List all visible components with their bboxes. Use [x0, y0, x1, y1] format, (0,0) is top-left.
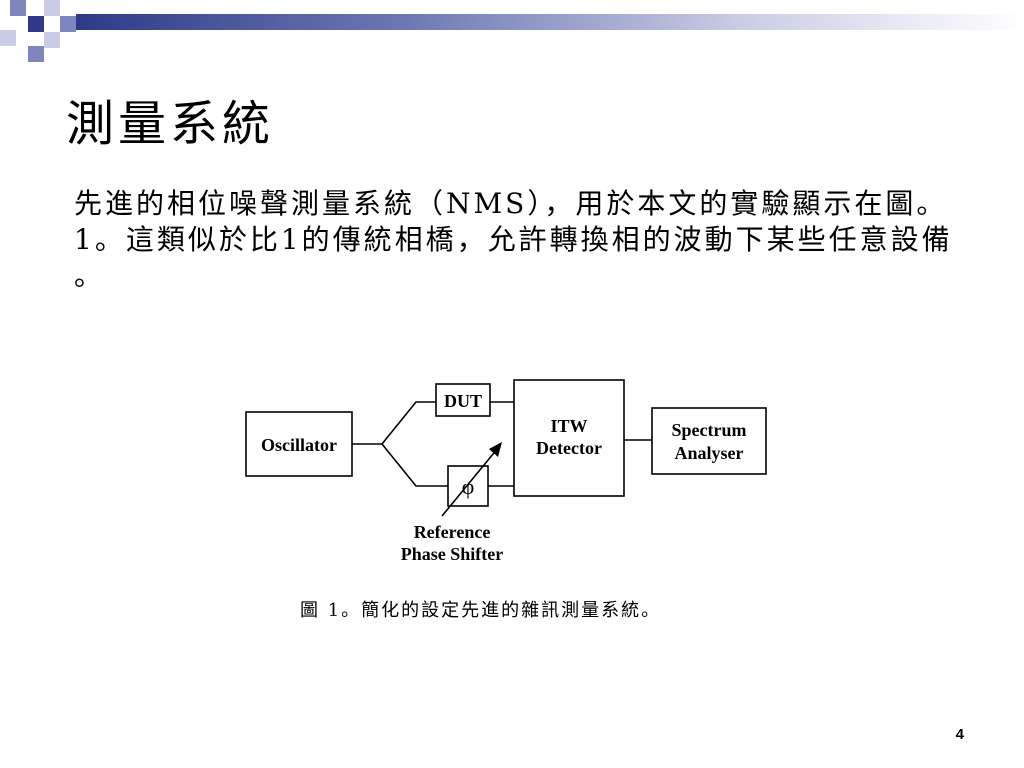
- lower-branch-wire: [381, 443, 448, 487]
- oscillator-box: [245, 411, 353, 477]
- itw-label-line2: Detector: [536, 438, 602, 458]
- itw-detector-box: [513, 379, 625, 497]
- spectrum-analyser-box: [651, 407, 767, 475]
- deco-square: [10, 0, 26, 16]
- dut-label: DUT: [444, 391, 482, 411]
- figure-caption: 圖 1。簡化的設定先進的雜訊測量系統。: [300, 600, 662, 621]
- body-paragraph: 先進的相位噪聲測量系統（NMS），用於本文的實驗顯示在圖。1。這類似於比1的傳統…: [74, 187, 953, 292]
- slide-title: 測量系統: [66, 96, 275, 152]
- reference-label-line2: Phase Shifter: [401, 544, 504, 564]
- block-diagram: Oscillator DUT φ ITW Detector Spectrum A…: [245, 379, 767, 564]
- deco-square: [44, 32, 60, 48]
- upper-branch-wire: [352, 401, 436, 445]
- spectrum-label-line2: Analyser: [675, 443, 744, 463]
- adjust-arrow-line: [441, 447, 499, 517]
- phase-shifter-box: [447, 465, 489, 507]
- deco-square: [0, 30, 16, 46]
- corner-decoration-icon: [0, 0, 76, 62]
- deco-square: [28, 46, 44, 62]
- reference-label-line1: Reference: [414, 522, 491, 542]
- oscillator-label: Oscillator: [261, 435, 337, 455]
- adjust-arrowhead-icon: [489, 442, 502, 457]
- spectrum-label-line1: Spectrum: [672, 420, 747, 440]
- itw-label-line1: ITW: [550, 416, 587, 436]
- deco-square: [28, 16, 44, 32]
- dut-box: [435, 383, 491, 417]
- phi-symbol: φ: [462, 474, 475, 499]
- header-gradient-bar: [76, 14, 1024, 30]
- page-number: 4: [955, 726, 964, 743]
- deco-square: [60, 16, 76, 32]
- deco-square: [44, 0, 60, 16]
